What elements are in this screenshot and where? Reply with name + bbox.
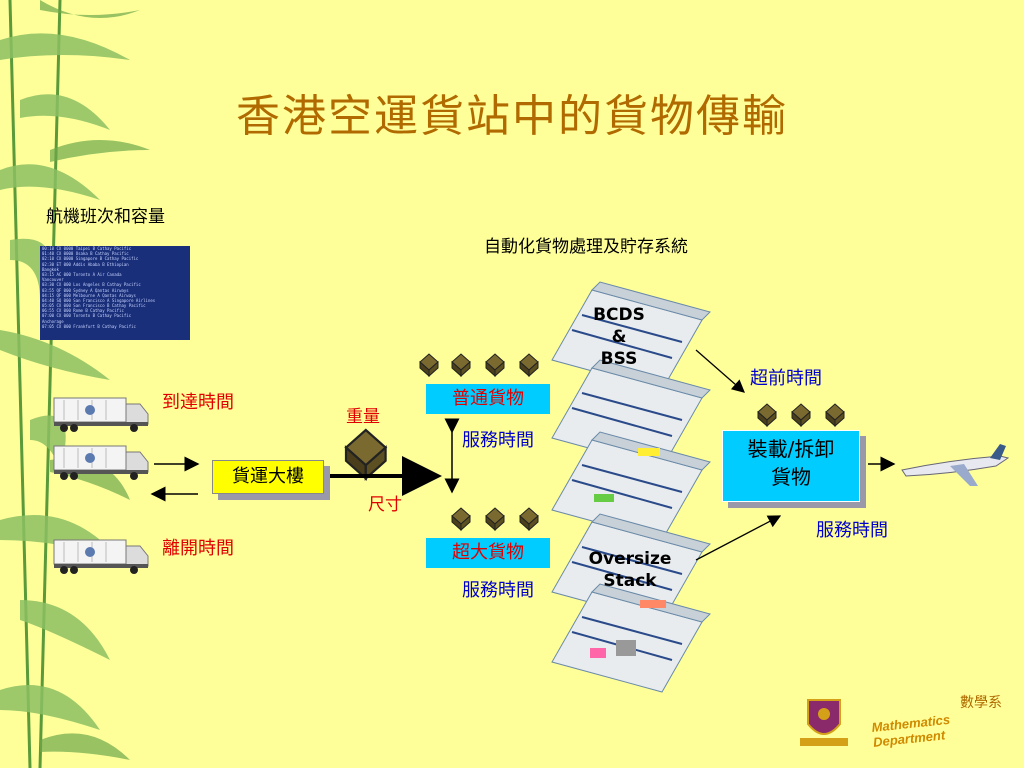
- service-time-oversize: 服務時間: [462, 580, 534, 601]
- size-label: 尺寸: [368, 495, 402, 515]
- university-crest-icon: [800, 699, 848, 746]
- auto-system-label: 自動化貨物處理及貯存系統: [484, 237, 688, 257]
- truck-icon: [53, 397, 149, 433]
- advance-time-label: 超前時間: [750, 368, 822, 389]
- truck-icon: [53, 539, 149, 575]
- flight-board-image: 00:10 CX 0000 Taipei B Cathay Pacific 01…: [40, 246, 190, 340]
- load-unload-box: 裝載/拆卸 貨物: [722, 430, 860, 502]
- bcds-bss-label: BCDS & BSS: [593, 305, 645, 369]
- general-cargo-box: 普通貨物: [426, 384, 550, 414]
- flights-label: 航機班次和容量: [46, 207, 165, 227]
- oversize-stack-label: Oversize Stack: [588, 549, 672, 591]
- slide-title: 香港空運貨站中的貨物傳輸: [236, 91, 788, 142]
- cargo-pallet-icon: [344, 428, 387, 480]
- department-logo-chinese: 數學系: [960, 695, 1002, 711]
- weight-label: 重量: [346, 407, 380, 427]
- storage-system-image: [551, 281, 711, 693]
- service-time-general: 服務時間: [462, 430, 534, 451]
- departure-time-label: 離開時間: [162, 538, 234, 559]
- cargo-terminal-box: 貨運大樓: [212, 460, 324, 494]
- truck-icon: [53, 445, 149, 481]
- airplane-icon: [901, 444, 1010, 486]
- service-time-load: 服務時間: [816, 520, 888, 541]
- arrival-time-label: 到達時間: [162, 392, 234, 413]
- oversize-cargo-box: 超大貨物: [426, 538, 550, 568]
